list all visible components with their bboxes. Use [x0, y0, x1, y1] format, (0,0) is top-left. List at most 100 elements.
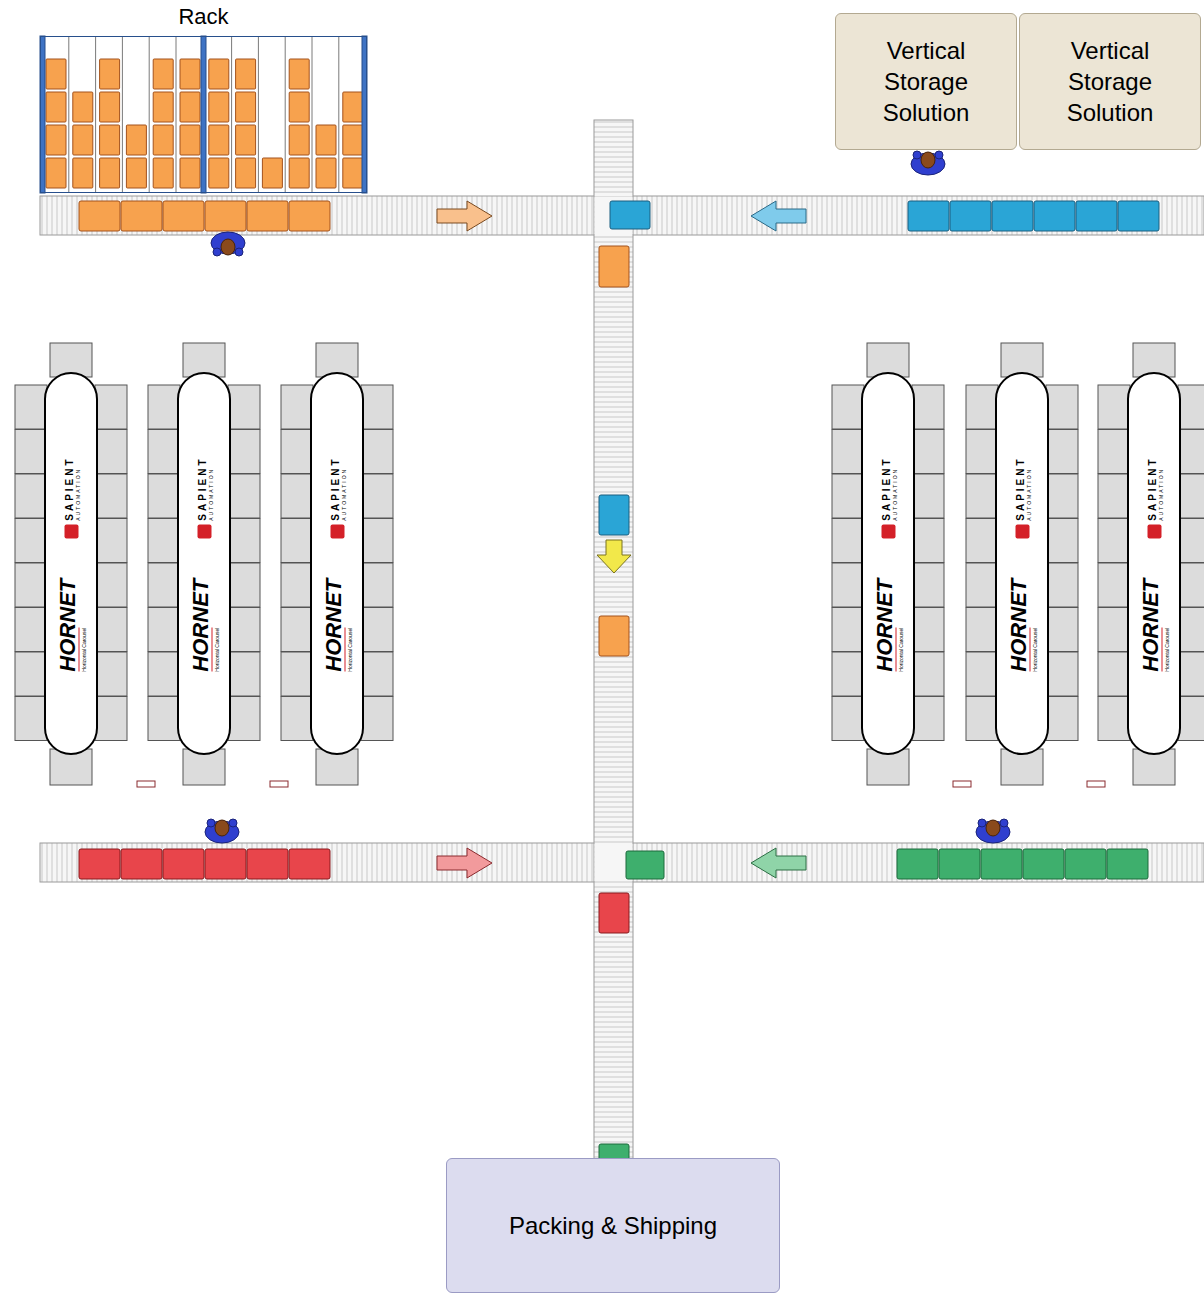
- hornet-logo: HORNETHorizontal Carousel: [1139, 578, 1169, 671]
- carousel-bin: [361, 430, 393, 474]
- carousel-bin: [148, 474, 180, 518]
- tote: [599, 616, 629, 656]
- carousel-bin: [832, 519, 864, 563]
- product-name: HORNET: [189, 578, 211, 671]
- tote: [1065, 849, 1106, 879]
- rack-tote: [153, 92, 173, 122]
- carousel-bin: [361, 652, 393, 696]
- horizontal-carousel: HORNETHorizontal Carousel SAPIENTAUTOMATI…: [177, 372, 231, 755]
- rack-tote: [46, 158, 66, 188]
- product-subtitle: Horizontal Carousel: [1161, 627, 1169, 671]
- carousel-bin: [281, 385, 313, 429]
- rack-tote: [289, 59, 309, 89]
- carousel-bin: [1046, 519, 1078, 563]
- carousel-bin: [95, 474, 127, 518]
- horizontal-carousel: HORNETHorizontal CarouselSAPIENTAUTOMATI…: [310, 372, 364, 755]
- logo-text: SAPIENTAUTOMATION: [1014, 456, 1031, 520]
- tote: [121, 849, 162, 879]
- sapient-logo: SAPIENTAUTOMATION: [1014, 456, 1031, 538]
- rack-tote: [153, 125, 173, 155]
- carousel-bin: [912, 697, 944, 741]
- logo-mark: [881, 524, 895, 538]
- carousel-bin: [361, 563, 393, 607]
- carousel-bin: [148, 385, 180, 429]
- rack-tote: [100, 59, 120, 89]
- worker-head: [921, 152, 935, 168]
- rack-tote: [153, 59, 173, 89]
- carousel-bin: [15, 474, 47, 518]
- logo-mark: [197, 524, 211, 538]
- carousel-bin: [228, 697, 260, 741]
- carousel-bin: [1098, 563, 1130, 607]
- storage-box: Vertical Storage Solution: [1019, 13, 1201, 150]
- tote: [247, 849, 288, 879]
- tote: [247, 201, 288, 231]
- conveyor: [40, 843, 1204, 882]
- carousel-bin: [1178, 608, 1204, 652]
- carousel-bin: [281, 430, 313, 474]
- tote: [992, 201, 1033, 231]
- carousel-bin: [281, 652, 313, 696]
- tote: [79, 849, 120, 879]
- tote: [599, 893, 629, 933]
- carousel-bin: [832, 652, 864, 696]
- rack-upright: [312, 36, 313, 193]
- product-subtitle: Horizontal Carousel: [211, 627, 219, 671]
- tote: [950, 201, 991, 231]
- logo-mark: [64, 524, 78, 538]
- carousel-bin: [912, 608, 944, 652]
- carousel-bin: [95, 385, 127, 429]
- carousel-bin: [1178, 385, 1204, 429]
- carousel-bin: [148, 652, 180, 696]
- rack-tote: [73, 125, 93, 155]
- rack-tote: [343, 125, 363, 155]
- rack-tote: [126, 125, 146, 155]
- carousel-label-group: HORNETHorizontal CarouselSAPIENTAUTOMATI…: [863, 374, 913, 753]
- worker-arm: [235, 248, 243, 256]
- carousel-bin: [95, 652, 127, 696]
- rack-upright: [176, 36, 177, 193]
- carousel-bin: [1178, 474, 1204, 518]
- rack-tote: [316, 125, 336, 155]
- packing-area: Packing & Shipping: [446, 1158, 780, 1293]
- carousel-bin: [1178, 563, 1204, 607]
- tote: [1023, 849, 1064, 879]
- carousel-bin: [228, 563, 260, 607]
- carousel-bin: [832, 697, 864, 741]
- carousel-bin: [228, 385, 260, 429]
- carousel-bin: [15, 563, 47, 607]
- brand-name: SAPIENT: [63, 456, 74, 520]
- carousel-bin: [95, 563, 127, 607]
- carousel-bin: [1178, 519, 1204, 563]
- brand-subtitle: AUTOMATION: [74, 456, 80, 520]
- carousel-bin: [1046, 652, 1078, 696]
- rack-tote: [289, 125, 309, 155]
- logo-text: SAPIENTAUTOMATION: [63, 456, 80, 520]
- hornet-logo: HORNETHorizontal Carousel: [873, 578, 903, 671]
- carousel-bin: [228, 519, 260, 563]
- rack: Rack: [40, 36, 367, 193]
- product-subtitle: Horizontal Carousel: [344, 627, 352, 671]
- carousel-bin: [832, 474, 864, 518]
- carousel-bin: [1178, 697, 1204, 741]
- carousel-bin: [1046, 430, 1078, 474]
- carousel-bin: [95, 430, 127, 474]
- sapient-logo: SAPIENTAUTOMATION: [196, 456, 213, 538]
- worker-head: [986, 820, 1000, 836]
- tote: [289, 201, 330, 231]
- hornet-logo: HORNETHorizontal Carousel: [1007, 578, 1037, 671]
- floor-marker: [953, 781, 971, 787]
- logo-mark: [330, 524, 344, 538]
- carousel-bin: [1178, 430, 1204, 474]
- worker-arm: [978, 819, 986, 827]
- carousel-bin: [1098, 385, 1130, 429]
- rack-frame: [201, 36, 206, 193]
- rack-tote: [180, 59, 200, 89]
- carousel-label-group: HORNETHorizontal CarouselSAPIENTAUTOMATI…: [46, 374, 96, 753]
- rack-tote: [73, 92, 93, 122]
- carousel-bin: [1046, 385, 1078, 429]
- tote: [908, 201, 949, 231]
- worker-arm: [229, 819, 237, 827]
- logo-mark: [1147, 524, 1161, 538]
- flow-arrow: [597, 540, 631, 573]
